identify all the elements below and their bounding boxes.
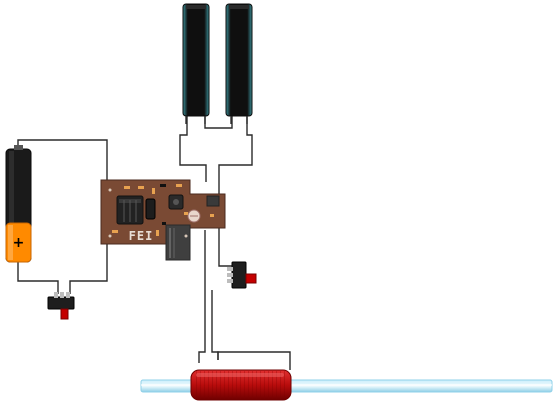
capacitor-right bbox=[225, 3, 253, 124]
board-label: FEI bbox=[129, 229, 154, 243]
battery-terminal-label: + bbox=[13, 235, 25, 251]
slide-switch-left[interactable] bbox=[47, 292, 75, 320]
wires bbox=[17, 116, 291, 370]
wire-coil-loop bbox=[217, 351, 291, 370]
wire-switch-to-coil bbox=[211, 290, 219, 360]
induction-coil bbox=[190, 369, 292, 401]
wire-board-to-switch-left bbox=[69, 242, 108, 294]
wire-board-to-switch-right bbox=[218, 228, 232, 267]
wire-board-to-coil bbox=[198, 230, 206, 363]
switch-knob-left[interactable] bbox=[60, 308, 69, 320]
battery: + bbox=[5, 145, 32, 263]
switch-knob-right[interactable] bbox=[245, 273, 257, 284]
wire-capacitor-bus-left bbox=[179, 116, 207, 182]
capacitor-left bbox=[182, 3, 210, 124]
circuit-board: FEI bbox=[100, 179, 226, 261]
wire-battery-negative bbox=[17, 262, 59, 294]
wire-capacitor-bus-mid bbox=[204, 116, 233, 129]
wire-capacitor-bus-right bbox=[218, 116, 253, 195]
slide-switch-right[interactable] bbox=[227, 261, 257, 289]
